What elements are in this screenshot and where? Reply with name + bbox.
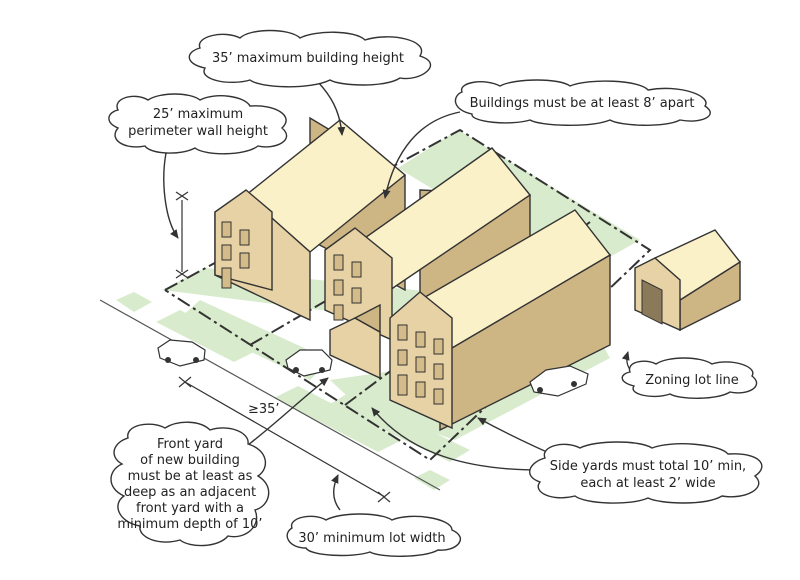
callout-lot-width: 30’ minimum lot width [298,531,445,546]
sidewalk-strip-4 [414,470,450,490]
callout-side-yards-line1: Side yards must total 10’ min, [550,459,746,474]
callout-front-yard-line4: deep as an adjacent [124,485,256,500]
frontage-label: ≥35’ [248,402,280,417]
callout-lot-line: Zoning lot line [645,373,739,388]
leader-perimeter [164,148,178,238]
callout-front-yard-line5: front yard with a [136,501,244,516]
car-left [158,340,205,366]
callout-perimeter-line2: perimeter wall height [128,124,268,139]
callout-front-yard-line2: of new building [140,453,240,468]
callout-front-yard-line1: Front yard [157,437,223,452]
callout-front-yard-line3: must be at least as [128,469,253,484]
garage [635,230,740,330]
sidewalk-strip-1 [116,292,152,312]
callout-max-height: 35’ maximum building height [212,51,404,66]
callout-perimeter-line1: 25’ maximum [153,107,243,122]
callout-front-yard-line6: minimum depth of 10’ [117,517,262,532]
callout-apart: Buildings must be at least 8’ apart [470,96,695,111]
leader-lot-width [334,475,340,510]
callout-side-yards-line2: each at least 2’ wide [580,476,715,491]
